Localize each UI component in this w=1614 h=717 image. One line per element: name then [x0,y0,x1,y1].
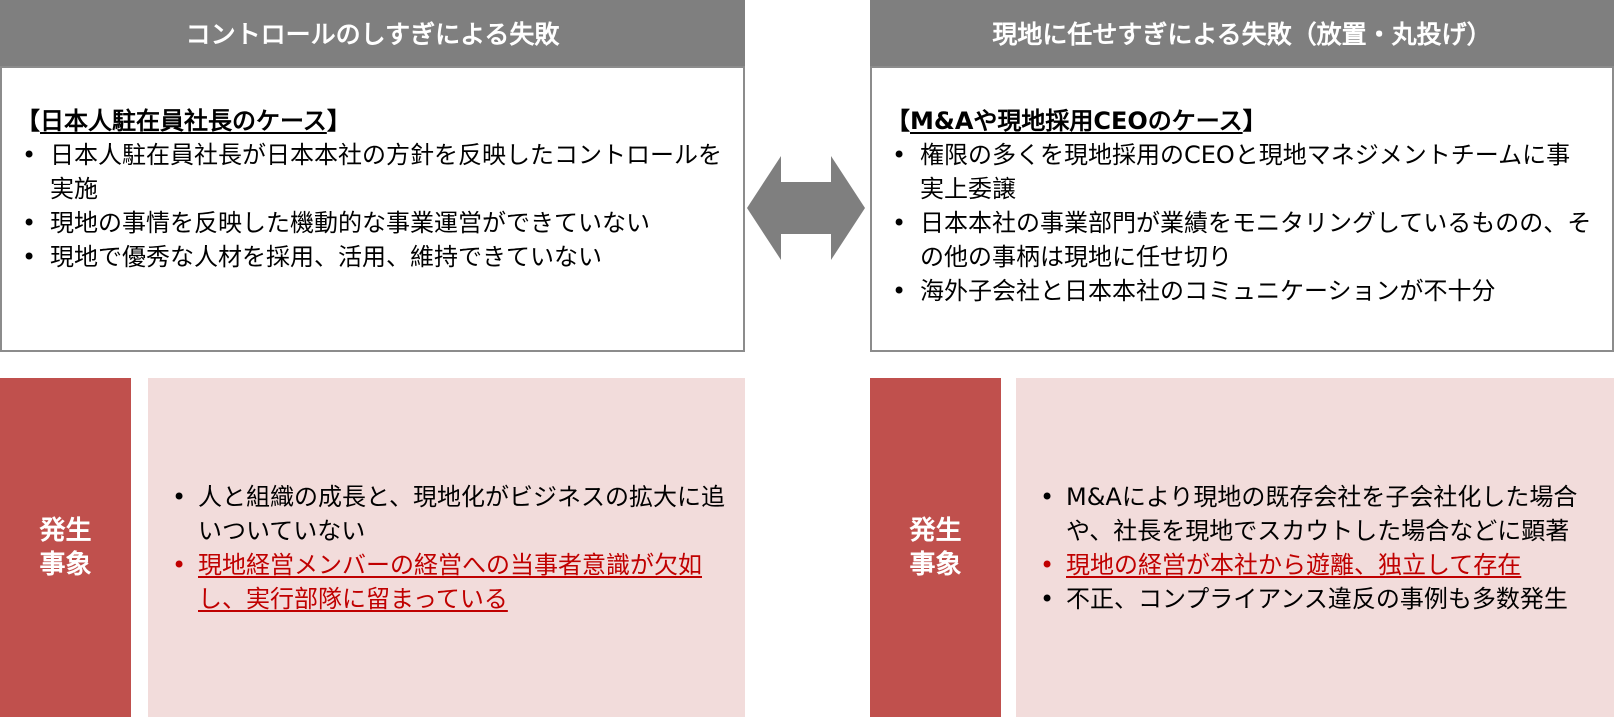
list-item: 権限の多くを現地採用のCEOと現地マネジメントチームに事実上委譲 [886,138,1592,206]
left-result-box: 人と組織の成長と、現地化がビジネスの拡大に追いついていない 現地経営メンバーの経… [148,378,745,717]
right-case-box: 【M&Aや現地採用CEOのケース】 権限の多くを現地採用のCEOと現地マネジメン… [870,66,1614,352]
left-result-bullets: 人と組織の成長と、現地化がビジネスの拡大に追いついていない 現地経営メンバーの経… [164,480,727,616]
right-case-bullets: 権限の多くを現地採用のCEOと現地マネジメントチームに事実上委譲 日本本社の事業… [886,138,1592,308]
list-item-highlight: 現地経営メンバーの経営への当事者意識が欠如し、実行部隊に留まっている [164,548,727,616]
list-item: 人と組織の成長と、現地化がビジネスの拡大に追いついていない [164,480,727,548]
left-occurrence-tag: 発生 事象 [0,378,131,717]
left-case-title: 【日本人駐在員社長のケース】 [16,107,351,135]
double-headed-arrow-icon [747,156,865,260]
left-case-box: 【日本人駐在員社長のケース】 日本人駐在員社長が日本本社の方針を反映したコントロ… [0,66,745,352]
left-header: コントロールのしすぎによる失敗 [0,0,745,66]
right-result-bullets: M&Aにより現地の既存会社を子会社化した場合や、社長を現地でスカウトした場合など… [1032,480,1596,616]
left-case-bullets: 日本人駐在員社長が日本本社の方針を反映したコントロールを実施 現地の事情を反映し… [16,138,723,274]
right-result-box: M&Aにより現地の既存会社を子会社化した場合や、社長を現地でスカウトした場合など… [1016,378,1614,717]
list-item: 現地で優秀な人材を採用、活用、維持できていない [16,240,723,274]
list-item: M&Aにより現地の既存会社を子会社化した場合や、社長を現地でスカウトした場合など… [1032,480,1596,548]
list-item: 海外子会社と日本本社のコミュニケーションが不十分 [886,274,1592,308]
list-item-highlight: 現地の経営が本社から遊離、独立して存在 [1032,548,1596,582]
right-header: 現地に任せすぎによる失敗（放置・丸投げ） [870,0,1614,66]
right-occurrence-tag: 発生 事象 [870,378,1001,717]
list-item: 不正、コンプライアンス違反の事例も多数発生 [1032,582,1596,616]
list-item: 日本人駐在員社長が日本本社の方針を反映したコントロールを実施 [16,138,723,206]
right-case-title: 【M&Aや現地採用CEOのケース】 [886,107,1267,135]
list-item: 日本本社の事業部門が業績をモニタリングしているものの、その他の事柄は現地に任せ切… [886,206,1592,274]
list-item: 現地の事情を反映した機動的な事業運営ができていない [16,206,723,240]
